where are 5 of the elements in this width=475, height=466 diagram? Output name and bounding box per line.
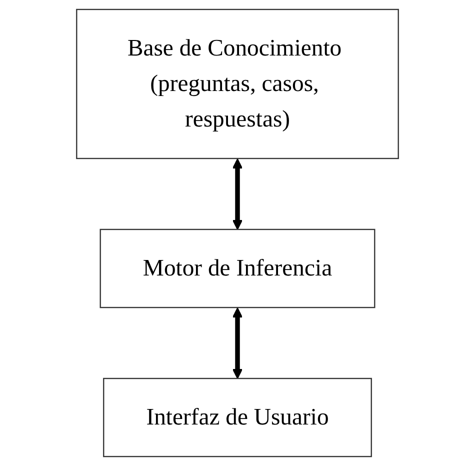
node-box: Motor de Inferencia — [100, 228, 376, 308]
arrow — [232, 158, 243, 230]
arrow — [232, 308, 243, 379]
node-box: Base de Conocimiento (preguntas, casos, respuestas) — [76, 8, 399, 160]
node-box: Interfaz de Usuario — [103, 378, 372, 458]
